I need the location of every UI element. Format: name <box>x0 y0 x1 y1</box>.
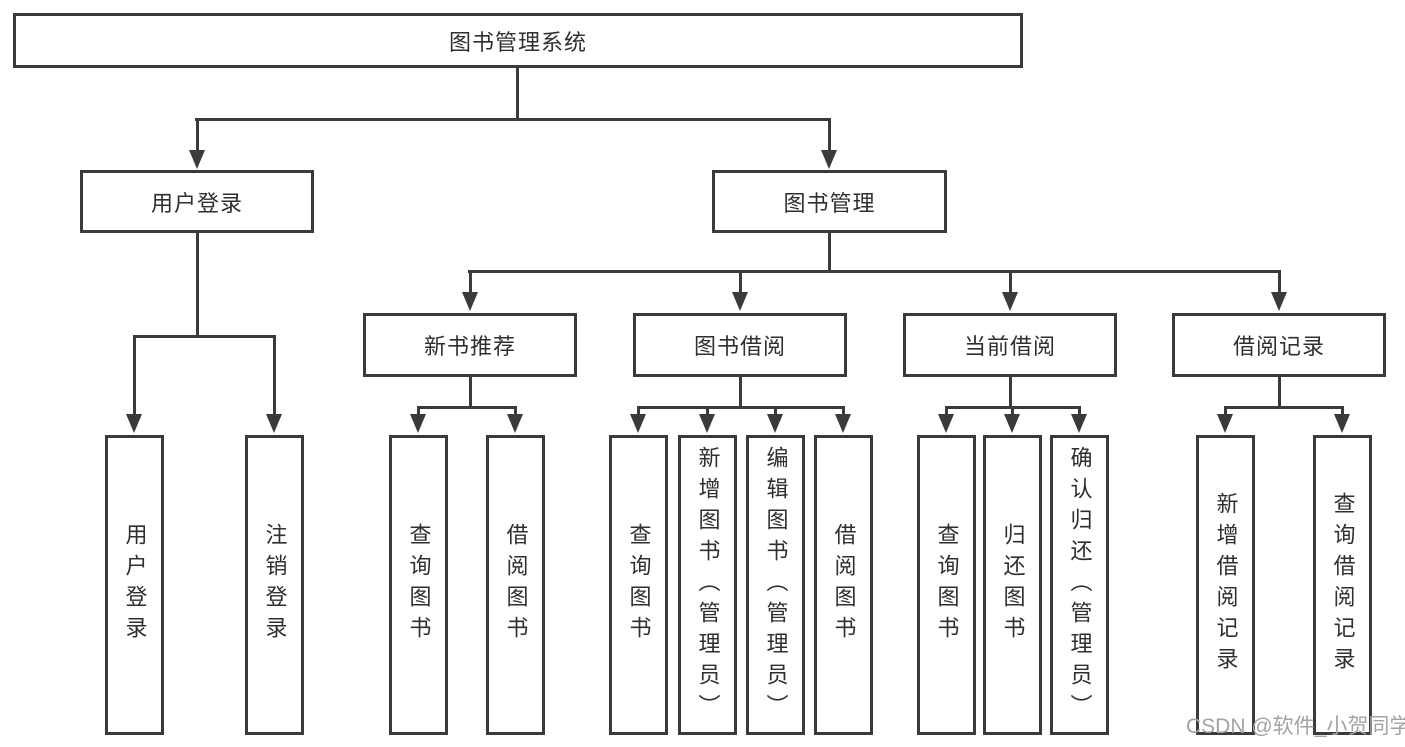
leaf-rec-borrow-books-label: 借阅图书 <box>503 523 529 647</box>
connector-rec-vline <box>469 377 472 408</box>
connector-bb-edit-stub <box>774 408 777 417</box>
node-new-book-recommend: 新书推荐 <box>363 313 577 377</box>
leaf-rec-borrow-books: 借阅图书 <box>486 435 545 735</box>
leaf-user-login: 用户登录 <box>105 435 164 735</box>
leaf-bb-query-books-label: 查询图书 <box>626 523 652 647</box>
connector-rec-hline <box>417 406 517 409</box>
leaf-user-login-label: 用户登录 <box>122 523 148 647</box>
leaf-logout: 注销登录 <box>245 435 304 735</box>
leaf-bb-query-books: 查询图书 <box>609 435 668 735</box>
connector-root-vline <box>516 68 519 120</box>
leaf-bb-borrow-books-label: 借阅图书 <box>831 523 857 647</box>
arrowhead-bookborrow-icon <box>732 292 748 311</box>
node-user-login-label: 用户登录 <box>150 190 243 216</box>
arrowhead-bb-borrow-icon <box>835 414 851 433</box>
connector-br-add-stub <box>1224 408 1227 417</box>
node-borrow-records-label: 借阅记录 <box>1232 334 1325 359</box>
leaf-rec-query-books-label: 查询图书 <box>406 523 432 647</box>
leaf-bb-borrow-books: 借阅图书 <box>814 435 873 735</box>
leaf-bb-add-books-admin: 新增图书（管理员） <box>678 435 737 735</box>
arrowhead-leaf-logout-icon <box>266 414 282 433</box>
connector-cb-return-stub <box>1011 408 1014 417</box>
connector-rec-borrow-stub <box>514 408 517 417</box>
csdn-watermark: CSDN @软件_小贺同学 <box>1186 715 1405 738</box>
node-borrow-records: 借阅记录 <box>1172 313 1386 377</box>
arrowhead-rec-borrow-icon <box>507 414 523 433</box>
connector-root-hline <box>195 118 831 121</box>
arrowhead-currentborrow-icon <box>1002 292 1018 311</box>
connector-userlogin-vline <box>196 233 199 337</box>
connector-bb-hline <box>637 406 845 409</box>
connector-bookborrow-stub <box>739 273 742 294</box>
node-new-book-recommend-label: 新书推荐 <box>423 334 516 359</box>
leaf-bb-edit-books-admin: 编辑图书（管理员） <box>746 435 805 735</box>
connector-rec-query-stub <box>417 408 420 417</box>
node-book-borrow: 图书借阅 <box>633 313 847 377</box>
connector-br-query-stub <box>1341 408 1344 417</box>
node-current-borrow: 当前借阅 <box>903 313 1117 377</box>
arrowhead-bb-add-icon <box>699 414 715 433</box>
leaf-logout-label: 注销登录 <box>262 523 288 647</box>
arrowhead-rec-query-icon <box>410 414 426 433</box>
connector-leaf-logout-stub <box>273 338 276 417</box>
connector-cb-vline <box>1009 377 1012 408</box>
leaf-cb-query-books: 查询图书 <box>917 435 976 735</box>
arrowhead-br-add-icon <box>1217 414 1233 433</box>
connector-br-vline <box>1278 377 1281 408</box>
leaf-cb-confirm-return-admin-label: 确认归还（管理员） <box>1067 445 1093 725</box>
connector-br-hline <box>1224 406 1344 409</box>
node-root: 图书管理系统 <box>13 13 1023 68</box>
connector-cb-query-stub <box>945 408 948 417</box>
arrowhead-bookmgmt-icon <box>821 150 837 169</box>
arrowhead-borrowrecords-icon <box>1271 292 1287 311</box>
node-user-login: 用户登录 <box>80 170 314 233</box>
node-current-borrow-label: 当前借阅 <box>963 334 1056 359</box>
connector-cb-confirm-stub <box>1078 408 1081 417</box>
connector-bb-vline <box>739 377 742 408</box>
leaf-br-query-record-label: 查询借阅记录 <box>1330 492 1356 678</box>
leaf-cb-confirm-return-admin: 确认归还（管理员） <box>1050 435 1109 735</box>
connector-cb-hline <box>945 406 1081 409</box>
connector-bb-borrow-stub <box>842 408 845 417</box>
arrowhead-cb-return-icon <box>1004 414 1020 433</box>
leaf-cb-return-books-label: 归还图书 <box>1000 523 1026 647</box>
connector-bookmgmt-hline <box>468 270 1281 273</box>
connector-newbookrec-stub <box>469 273 472 294</box>
leaf-bb-edit-books-admin-label: 编辑图书（管理员） <box>763 445 789 725</box>
connector-borrowrecords-stub <box>1278 273 1281 294</box>
arrowhead-cb-confirm-icon <box>1071 414 1087 433</box>
arrowhead-userlogin-icon <box>189 150 205 169</box>
leaf-cb-return-books: 归还图书 <box>983 435 1042 735</box>
node-book-management-label: 图书管理 <box>783 190 876 216</box>
connector-currentborrow-stub <box>1009 273 1012 294</box>
leaf-rec-query-books: 查询图书 <box>389 435 448 735</box>
leaf-br-add-record: 新增借阅记录 <box>1196 435 1255 735</box>
node-book-borrow-label: 图书借阅 <box>693 334 786 359</box>
connector-bookmgmt-vline <box>828 233 831 272</box>
leaf-bb-add-books-admin-label: 新增图书（管理员） <box>695 445 721 725</box>
arrowhead-br-query-icon <box>1334 414 1350 433</box>
node-root-label: 图书管理系统 <box>448 29 587 55</box>
arrowhead-bb-query-icon <box>630 414 646 433</box>
node-book-management: 图书管理 <box>712 170 947 233</box>
connector-bb-add-stub <box>706 408 709 417</box>
leaf-br-query-record: 查询借阅记录 <box>1313 435 1372 735</box>
connector-userlogin-hline <box>133 335 276 338</box>
leaf-cb-query-books-label: 查询图书 <box>934 523 960 647</box>
arrowhead-leaf-login-icon <box>126 414 142 433</box>
connector-bookmgmt-stub <box>828 118 831 152</box>
arrowhead-cb-query-icon <box>938 414 954 433</box>
arrowhead-bb-edit-icon <box>767 414 783 433</box>
connector-bb-query-stub <box>637 408 640 417</box>
arrowhead-newbookrec-icon <box>462 292 478 311</box>
leaf-br-add-record-label: 新增借阅记录 <box>1213 492 1239 678</box>
connector-userlogin-stub <box>196 118 199 152</box>
connector-leaf-login-stub <box>133 338 136 417</box>
